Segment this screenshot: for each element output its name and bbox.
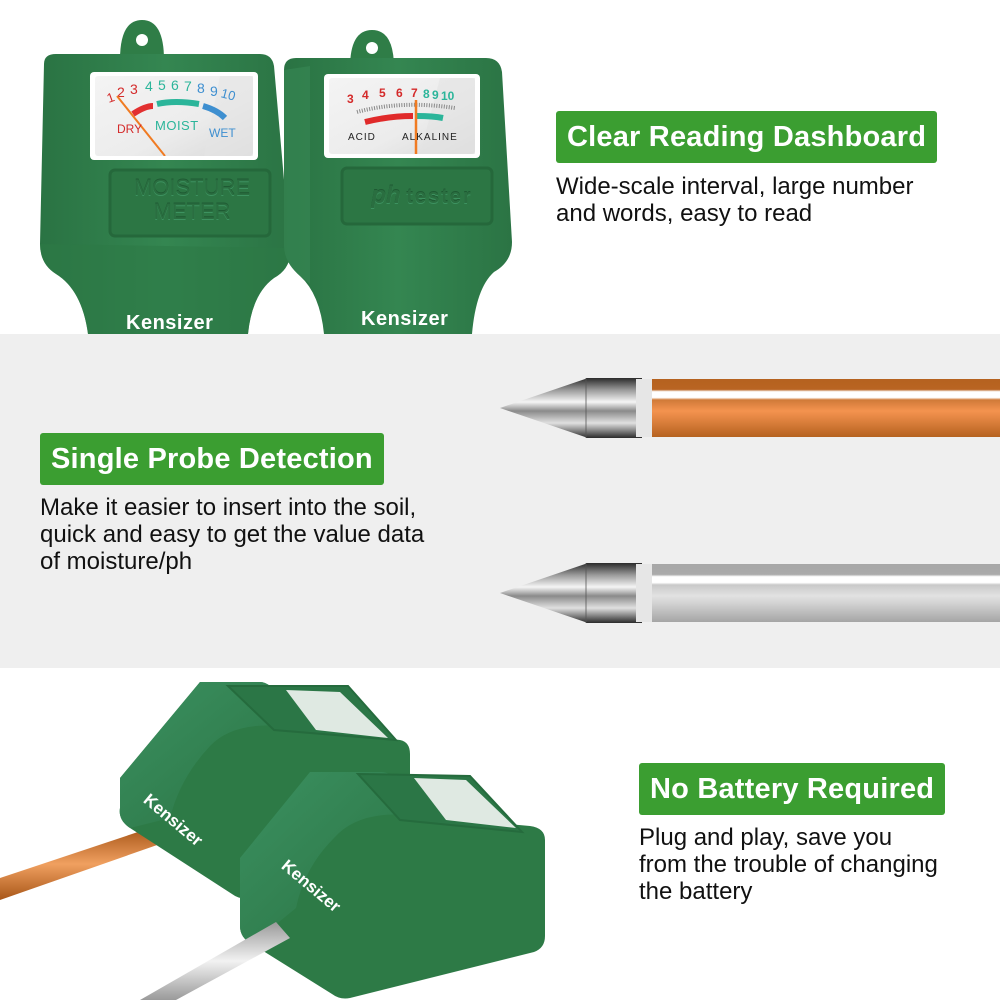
dial-number: 8 <box>423 87 430 101</box>
description-line: quick and easy to get the value data <box>40 521 425 548</box>
probe-rod <box>652 564 1000 622</box>
ph-scale-arcs <box>356 100 456 154</box>
needle <box>116 95 166 156</box>
zone-acid-label: ACID <box>348 132 376 143</box>
plate-line-1: MOISTURE <box>133 175 251 200</box>
feature-badge-no-battery: No Battery Required <box>639 763 946 815</box>
dial-number: 2 <box>117 84 125 100</box>
description-line: Plug and play, save you <box>639 824 893 851</box>
moisture-meter-plate: MOISTURE METER <box>112 176 272 224</box>
feature-badge-clear-reading: Clear Reading Dashboard <box>556 111 938 163</box>
plate-line-2: METER <box>153 199 231 224</box>
description-line: Wide-scale interval, large number <box>556 173 914 200</box>
feature-description-no-battery: Plug and play, save you from the trouble… <box>639 824 938 905</box>
dial-number: 8 <box>197 80 205 96</box>
plate-ph: ph <box>371 182 401 209</box>
dial-number: 9 <box>210 83 218 99</box>
dial-number: 4 <box>362 88 369 102</box>
brand-logo: Kensizer <box>361 308 449 330</box>
ph-tester-plate: ph tester <box>352 182 492 210</box>
dial-number: 7 <box>411 86 418 100</box>
description-line: the battery <box>639 878 753 905</box>
description-line: of moisture/ph <box>40 548 193 575</box>
probe-rod <box>652 379 1000 437</box>
dial-number: 6 <box>396 86 403 100</box>
dial-number: 4 <box>145 78 153 94</box>
probe-tip <box>500 378 642 438</box>
moisture-dial: 1 2 3 4 5 6 7 8 9 10 DRY MOIST WET <box>95 76 253 156</box>
dial-scale-arcs <box>116 95 228 156</box>
feature-description-single-probe: Make it easier to insert into the soil, … <box>40 494 424 575</box>
dial-number: 7 <box>184 78 192 94</box>
brand-logo: Kensizer <box>126 312 214 334</box>
zone-dry-label: DRY <box>117 122 143 136</box>
probe-collar <box>636 379 656 437</box>
dial-number: 10 <box>441 89 455 103</box>
devices-side-view <box>0 682 545 1000</box>
ph-tester-device <box>284 30 512 334</box>
dial-number: 5 <box>379 86 386 100</box>
zone-alkaline-label: ALKALINE <box>402 132 458 143</box>
ph-dial: 3 4 5 6 7 8 9 10 ACID ALKALINE <box>329 78 475 154</box>
description-line: Make it easier to insert into the soil, <box>40 494 417 521</box>
probe-collar <box>636 564 656 622</box>
dial-number: 3 <box>130 81 138 97</box>
dial-number: 9 <box>432 88 439 102</box>
dial-number: 5 <box>158 77 166 93</box>
feature-badge-single-probe: Single Probe Detection <box>40 433 384 485</box>
description-line: from the trouble of changing <box>639 851 938 878</box>
probe-tip <box>500 563 642 623</box>
zone-wet-label: WET <box>209 126 236 140</box>
copper-probe <box>500 377 1000 439</box>
description-line: and words, easy to read <box>556 200 813 227</box>
zone-moist-label: MOIST <box>155 118 199 133</box>
feature-description-clear-reading: Wide-scale interval, large number and wo… <box>556 173 913 227</box>
dial-number: 3 <box>347 92 354 106</box>
plate-tester: tester <box>406 186 473 208</box>
silver-probe <box>500 562 1000 624</box>
moisture-meter-device <box>40 20 291 334</box>
dial-number: 6 <box>171 77 179 93</box>
